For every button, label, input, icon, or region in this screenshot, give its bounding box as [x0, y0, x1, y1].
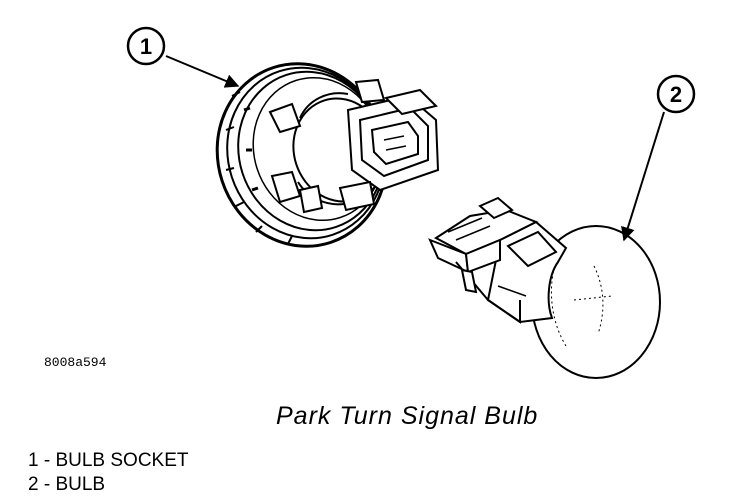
bulb-illustration: [428, 196, 661, 379]
bulb-socket-illustration: [215, 62, 440, 248]
callout-1: 1: [126, 26, 240, 88]
callout-2: 2: [621, 74, 696, 242]
callout-2-leader: [621, 111, 665, 242]
callout-2-circle: [656, 74, 696, 114]
legend-number: 1: [28, 450, 39, 471]
callout-2-number: 2: [670, 82, 682, 107]
legend-label: BULB SOCKET: [55, 450, 189, 471]
legend-item: 2 - BULB: [28, 473, 189, 497]
legend-separator: -: [38, 450, 56, 471]
legend-item: 1 - BULB SOCKET: [28, 449, 189, 473]
legend-separator: -: [38, 474, 56, 495]
callout-1-leader: [165, 55, 240, 88]
figure-caption: Park Turn Signal Bulb: [276, 402, 539, 430]
legend-number: 2: [28, 474, 39, 495]
legend-label: BULB: [55, 474, 106, 495]
legend: 1 - BULB SOCKET 2 - BULB: [28, 449, 189, 497]
callout-1-number: 1: [140, 34, 152, 59]
callout-1-circle: [126, 26, 166, 66]
figure-code: 8008a594: [44, 355, 107, 370]
